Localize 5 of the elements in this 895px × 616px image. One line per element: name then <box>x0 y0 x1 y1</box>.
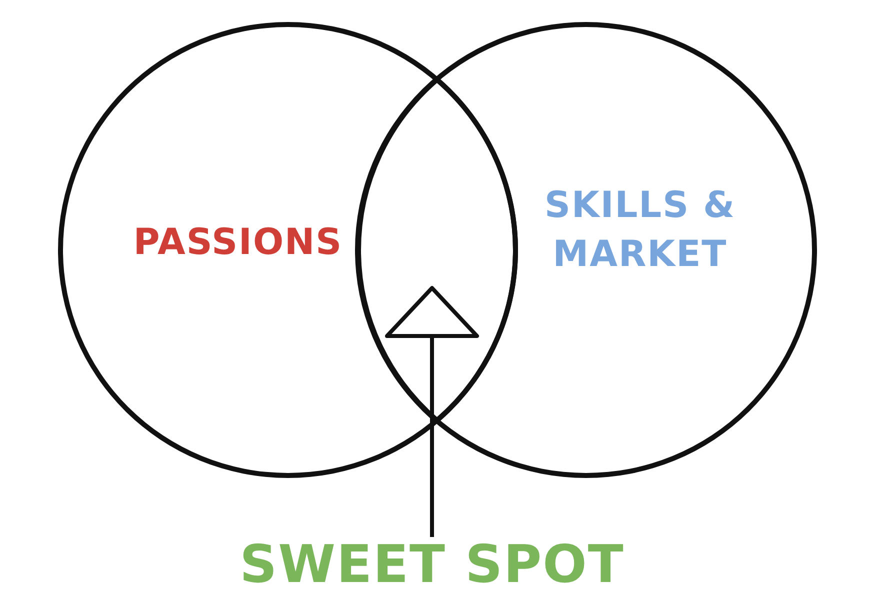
circle-label: SKILLS & MARKET <box>544 184 736 277</box>
circle-label: PASSIONS <box>132 222 344 263</box>
callout-label: SWEET SPOT <box>238 535 626 595</box>
venn-circle <box>355 22 817 478</box>
leader-arrow <box>385 286 479 537</box>
